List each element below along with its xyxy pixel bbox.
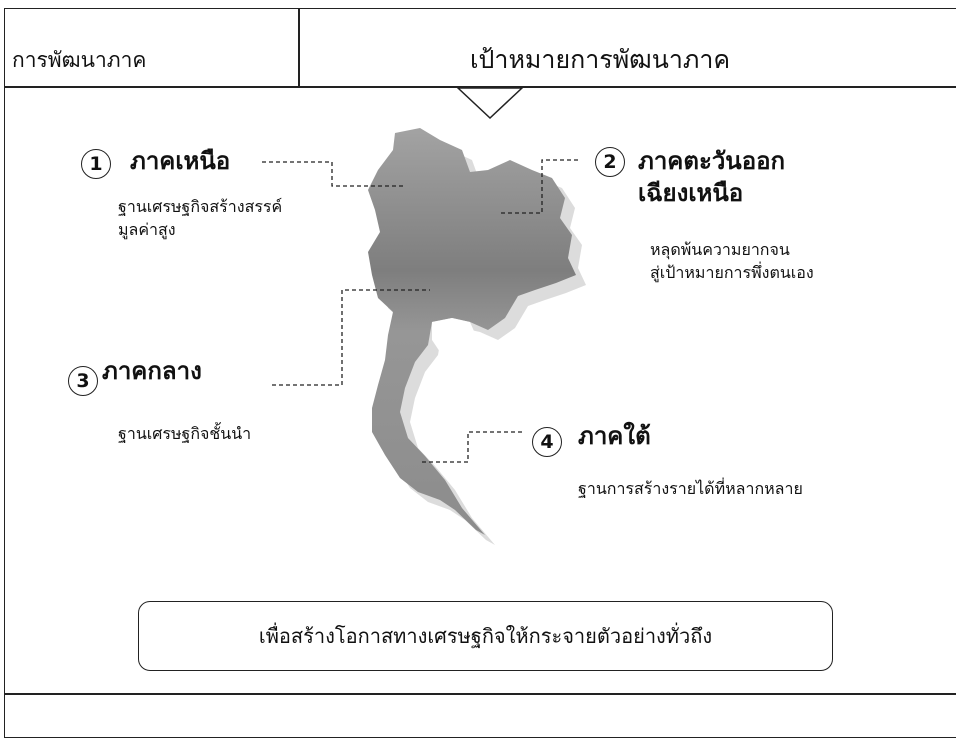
footer-divider (4, 693, 956, 695)
region-4-description-line-1: ฐานการสร้างรายได้ที่หลากหลาย (578, 479, 803, 498)
region-3-description-line-1: ฐานเศรษฐกิจชั้นนำ (118, 424, 252, 443)
region-2-title-line-1: ภาคตะวันออก (638, 147, 786, 175)
region-3-description: ฐานเศรษฐกิจชั้นนำ (118, 422, 251, 445)
header-column-divider (298, 8, 300, 86)
region-2-description-line-1: หลุดพ้นความยากจน (650, 240, 790, 259)
region-2-number-badge: 2 (595, 147, 625, 177)
region-3-number-badge: 3 (68, 366, 98, 396)
region-4-description: ฐานการสร้างรายได้ที่หลากหลาย (578, 477, 803, 500)
development-goal-text: เพื่อสร้างโอกาสทางเศรษฐกิจให้กระจายตัวอย… (258, 624, 713, 648)
region-2-title-line-2: เฉียงเหนือ (638, 179, 744, 207)
region-2-title: ภาคตะวันออก เฉียงเหนือ (638, 145, 785, 209)
gulf-of-thailand (432, 318, 480, 352)
region-1-number-badge: 1 (81, 149, 111, 179)
region-1-title: ภาคเหนือ (130, 147, 231, 175)
region-2-description-line-2: สู่เป้าหมายการพึ่งตนเอง (650, 263, 814, 282)
header-right-title: เป้าหมายการพัฒนาภาค (470, 45, 731, 74)
region-4-title: ภาคใต้ (578, 422, 651, 450)
header-left-title: การพัฒนาภาค (12, 48, 147, 72)
region-2-description: หลุดพ้นความยากจน สู่เป้าหมายการพึ่งตนเอง (650, 238, 814, 284)
region-4-number-badge: 4 (532, 427, 562, 457)
development-goal-box: เพื่อสร้างโอกาสทางเศรษฐกิจให้กระจายตัวอย… (138, 601, 833, 671)
region-1-description-line-1: ฐานเศรษฐกิจสร้างสรรค์ (118, 197, 283, 216)
map-shape (368, 128, 576, 535)
region-1-description-line-2: มูลค่าสูง (118, 220, 176, 239)
region-3-title: ภาคกลาง (102, 357, 202, 385)
header-divider (4, 86, 956, 88)
region-1-description: ฐานเศรษฐกิจสร้างสรรค์ มูลค่าสูง (118, 195, 282, 241)
